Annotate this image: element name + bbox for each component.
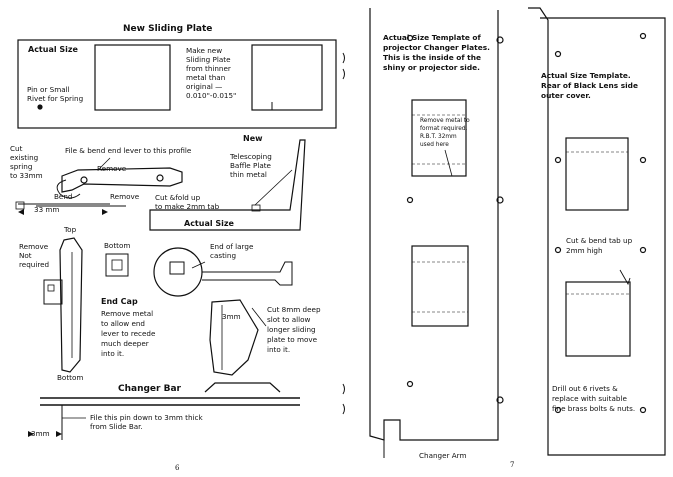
page-number-left: 6	[175, 464, 180, 472]
end-lever-profile	[61, 167, 183, 193]
drill-line3: fine brass bolts & nuts.	[552, 404, 636, 413]
template-line2: projector Changer Plates.	[383, 43, 490, 52]
rear-cover-template	[528, 7, 666, 456]
changer-plate-window-bottom	[411, 245, 469, 327]
telescoping-line3: thin metal	[230, 170, 267, 179]
end-cap-heading: End Cap	[101, 297, 138, 306]
pin-note-line2: Rivet for Spring	[27, 94, 84, 103]
end-cap-line5: into it.	[101, 349, 125, 358]
template-line4: shiny or projector side.	[383, 63, 480, 72]
telescoping-baffle-plate	[149, 139, 306, 231]
make-new-line4: metal than	[186, 73, 226, 82]
bottom-label-1: Bottom	[104, 241, 131, 250]
dim-3mm: 3mm	[222, 312, 241, 321]
new-label: New	[243, 134, 263, 143]
cut-8mm-line4: plate to move	[267, 335, 318, 344]
remove-not-line3: required	[19, 260, 50, 269]
remove-note-2: Remove	[110, 192, 140, 201]
make-new-line6: 0.010"-0.015"	[186, 91, 237, 100]
dim-3mm-2: 3mm	[31, 429, 50, 438]
make-new-line3: from thinner	[186, 64, 231, 73]
cut-bend-line1: Cut & bend tab up	[566, 236, 633, 245]
file-pin-line2: from Slide Bar.	[90, 422, 143, 431]
sliding-plate-window-right	[251, 44, 323, 111]
template-line1: Actual Size Template of	[383, 33, 481, 42]
actual-size-label-2: Actual Size	[184, 219, 234, 228]
cut-spring-line3: spring	[10, 162, 33, 171]
end-cap-line1: Remove metal	[101, 309, 154, 318]
remove-note-1: Remove	[97, 164, 127, 173]
file-bend-note: File & bend end lever to this profile	[65, 146, 192, 155]
pin-note-line1: Pin or Small	[27, 85, 70, 94]
changer-plate-template	[369, 8, 499, 441]
changer-bar-heading: Changer Bar	[118, 384, 181, 394]
changer-plate-window-top	[411, 99, 467, 177]
telescoping-line1: Telescoping	[230, 152, 272, 161]
drill-line2: replace with suitable	[552, 394, 627, 403]
rear-line3: outer cover.	[541, 91, 591, 100]
sliding-plate-window-left	[94, 44, 171, 111]
make-new-line5: original —	[186, 82, 223, 91]
end-cap-line2: to allow end	[101, 319, 145, 328]
sliding-plate-outline	[17, 39, 337, 129]
casting-detail-circle	[153, 247, 203, 297]
rear-line2: Rear of Black Lens side	[541, 81, 638, 90]
end-of-large-line2: casting	[210, 251, 237, 260]
remove-note-line3: R.B.T. 32mm	[420, 134, 457, 140]
remove-note-line1: Remove metal to	[420, 118, 470, 124]
dim-33mm: 33 mm	[34, 205, 60, 214]
remove-not-line2: Not	[19, 251, 32, 260]
rivet-dot	[37, 104, 43, 110]
telescoping-line2: Baffle Plate	[230, 161, 271, 170]
end-cap-line3: lever to recede	[101, 329, 156, 338]
end-cap-line4: much deeper	[101, 339, 149, 348]
cut-fold-line1: Cut &fold up	[155, 193, 201, 202]
remove-not-line1: Remove	[19, 242, 49, 251]
cut-fold-line2: to make 2mm tab	[155, 202, 220, 211]
cut-8mm-line2: slot to allow	[267, 315, 311, 324]
slot-detail	[209, 299, 259, 376]
end-cap	[59, 237, 83, 373]
drill-line1: Drill out 6 rivets &	[552, 384, 618, 393]
make-new-line1: Make new	[186, 46, 223, 55]
cut-8mm-line3: longer sliding	[267, 325, 316, 334]
remove-note-line4: used here	[420, 142, 449, 148]
cut-8mm-line1: Cut 8mm deep	[267, 305, 321, 314]
top-label: Top	[64, 225, 77, 234]
end-of-large-line1: End of large	[210, 242, 254, 251]
rear-cover-window-top	[565, 137, 629, 211]
cut-8mm-line5: into it.	[267, 345, 291, 354]
changer-arm-label: Changer Arm	[419, 451, 467, 460]
cut-spring-line1: Cut	[10, 144, 23, 153]
rear-line1: Actual Size Template.	[541, 71, 631, 80]
bottom-label-2: Bottom	[57, 373, 84, 382]
make-new-line2: Sliding Plate	[186, 55, 231, 64]
bend-note: Bend	[54, 192, 73, 201]
cut-spring-line4: to 33mm	[10, 171, 43, 180]
file-pin-line1: File this pin down to 3mm thick	[90, 413, 203, 422]
cut-bend-line2: 2mm high	[566, 246, 603, 255]
remove-note-line2: format required.	[420, 126, 468, 132]
actual-size-label: Actual Size	[28, 45, 78, 54]
page-number-right: 7	[510, 461, 515, 469]
cut-spring-line2: existing	[10, 153, 39, 162]
sliding-plate-title: New Sliding Plate	[123, 24, 213, 34]
template-line3: This is the inside of the	[383, 53, 481, 62]
rear-cover-window-bottom	[565, 281, 631, 357]
